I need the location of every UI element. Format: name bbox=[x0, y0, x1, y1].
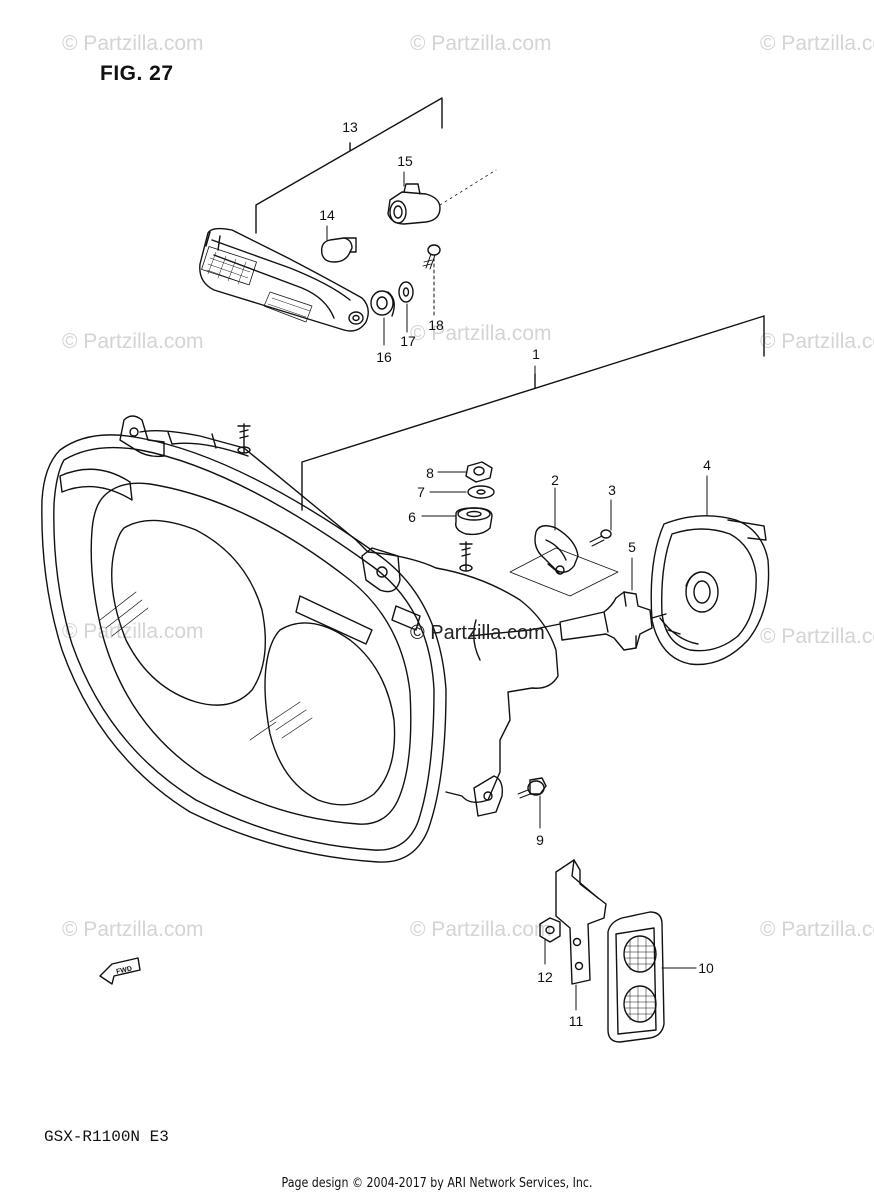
callout-5: 5 bbox=[628, 539, 636, 555]
turn-signal-lens bbox=[199, 227, 369, 332]
nut-12 bbox=[539, 917, 561, 943]
callout-16: 16 bbox=[376, 349, 392, 365]
callout-12: 12 bbox=[537, 969, 553, 985]
watermark: © Partzilla.com bbox=[62, 620, 204, 643]
callouts: 13 15 14 18 17 16 1 8 7 6 2 3 4 5 9 10 1… bbox=[319, 119, 714, 1029]
fwd-label: FWD bbox=[116, 966, 133, 976]
screw-18 bbox=[422, 244, 441, 270]
callout-8: 8 bbox=[426, 465, 434, 481]
dust-cover-4 bbox=[650, 515, 770, 666]
washer-17 bbox=[398, 281, 414, 303]
callout-15: 15 bbox=[397, 153, 413, 169]
callout-7: 7 bbox=[417, 484, 425, 500]
center-watermark: © Partzilla.com bbox=[410, 622, 545, 644]
callout-18: 18 bbox=[428, 317, 444, 333]
bolt-9 bbox=[517, 777, 547, 799]
watermark: © Partzilla.com bbox=[62, 32, 204, 55]
side-reflector-10 bbox=[607, 911, 665, 1043]
callout-11: 11 bbox=[569, 1013, 584, 1029]
bracket-13 bbox=[255, 97, 443, 234]
bracket-1 bbox=[301, 315, 765, 511]
watermark: © Partzilla.com bbox=[760, 32, 874, 55]
watermark: © Partzilla.com bbox=[760, 625, 874, 648]
callout-14: 14 bbox=[319, 207, 335, 223]
grommet-16 bbox=[370, 290, 395, 317]
bulb-clip-2 bbox=[534, 525, 579, 575]
grommet-6 bbox=[455, 507, 493, 536]
watermark: © Partzilla.com bbox=[760, 330, 874, 353]
turn-signal-bulb bbox=[320, 237, 357, 263]
callout-9: 9 bbox=[536, 832, 544, 848]
watermark: © Partzilla.com bbox=[410, 322, 552, 345]
watermark: © Partzilla.com bbox=[410, 918, 552, 941]
screw-3 bbox=[589, 529, 612, 547]
callout-1: 1 bbox=[532, 346, 540, 362]
callout-3: 3 bbox=[608, 482, 616, 498]
bulb-socket bbox=[387, 169, 497, 225]
headlight-bulb-5 bbox=[559, 591, 667, 651]
callout-17: 17 bbox=[400, 333, 416, 349]
watermark: © Partzilla.com bbox=[410, 32, 552, 55]
nut-8 bbox=[465, 461, 493, 483]
headlight-assembly bbox=[41, 415, 561, 863]
callout-10: 10 bbox=[698, 960, 714, 976]
callout-6: 6 bbox=[408, 509, 416, 525]
figure-title: FIG. 27 bbox=[100, 62, 174, 85]
reflector-bracket-11 bbox=[555, 859, 607, 985]
watermark: © Partzilla.com bbox=[62, 330, 204, 353]
forward-arrow-icon bbox=[99, 957, 141, 985]
washer-7 bbox=[467, 485, 495, 499]
model-code: GSX-R1100N E3 bbox=[44, 1128, 169, 1146]
page-footer: Page design © 2004-2017 by ARI Network S… bbox=[281, 1176, 593, 1191]
watermark: © Partzilla.com bbox=[760, 918, 874, 941]
watermark: © Partzilla.com bbox=[62, 918, 204, 941]
callout-13: 13 bbox=[342, 119, 358, 135]
callout-4: 4 bbox=[703, 457, 711, 473]
callout-2: 2 bbox=[551, 472, 559, 488]
